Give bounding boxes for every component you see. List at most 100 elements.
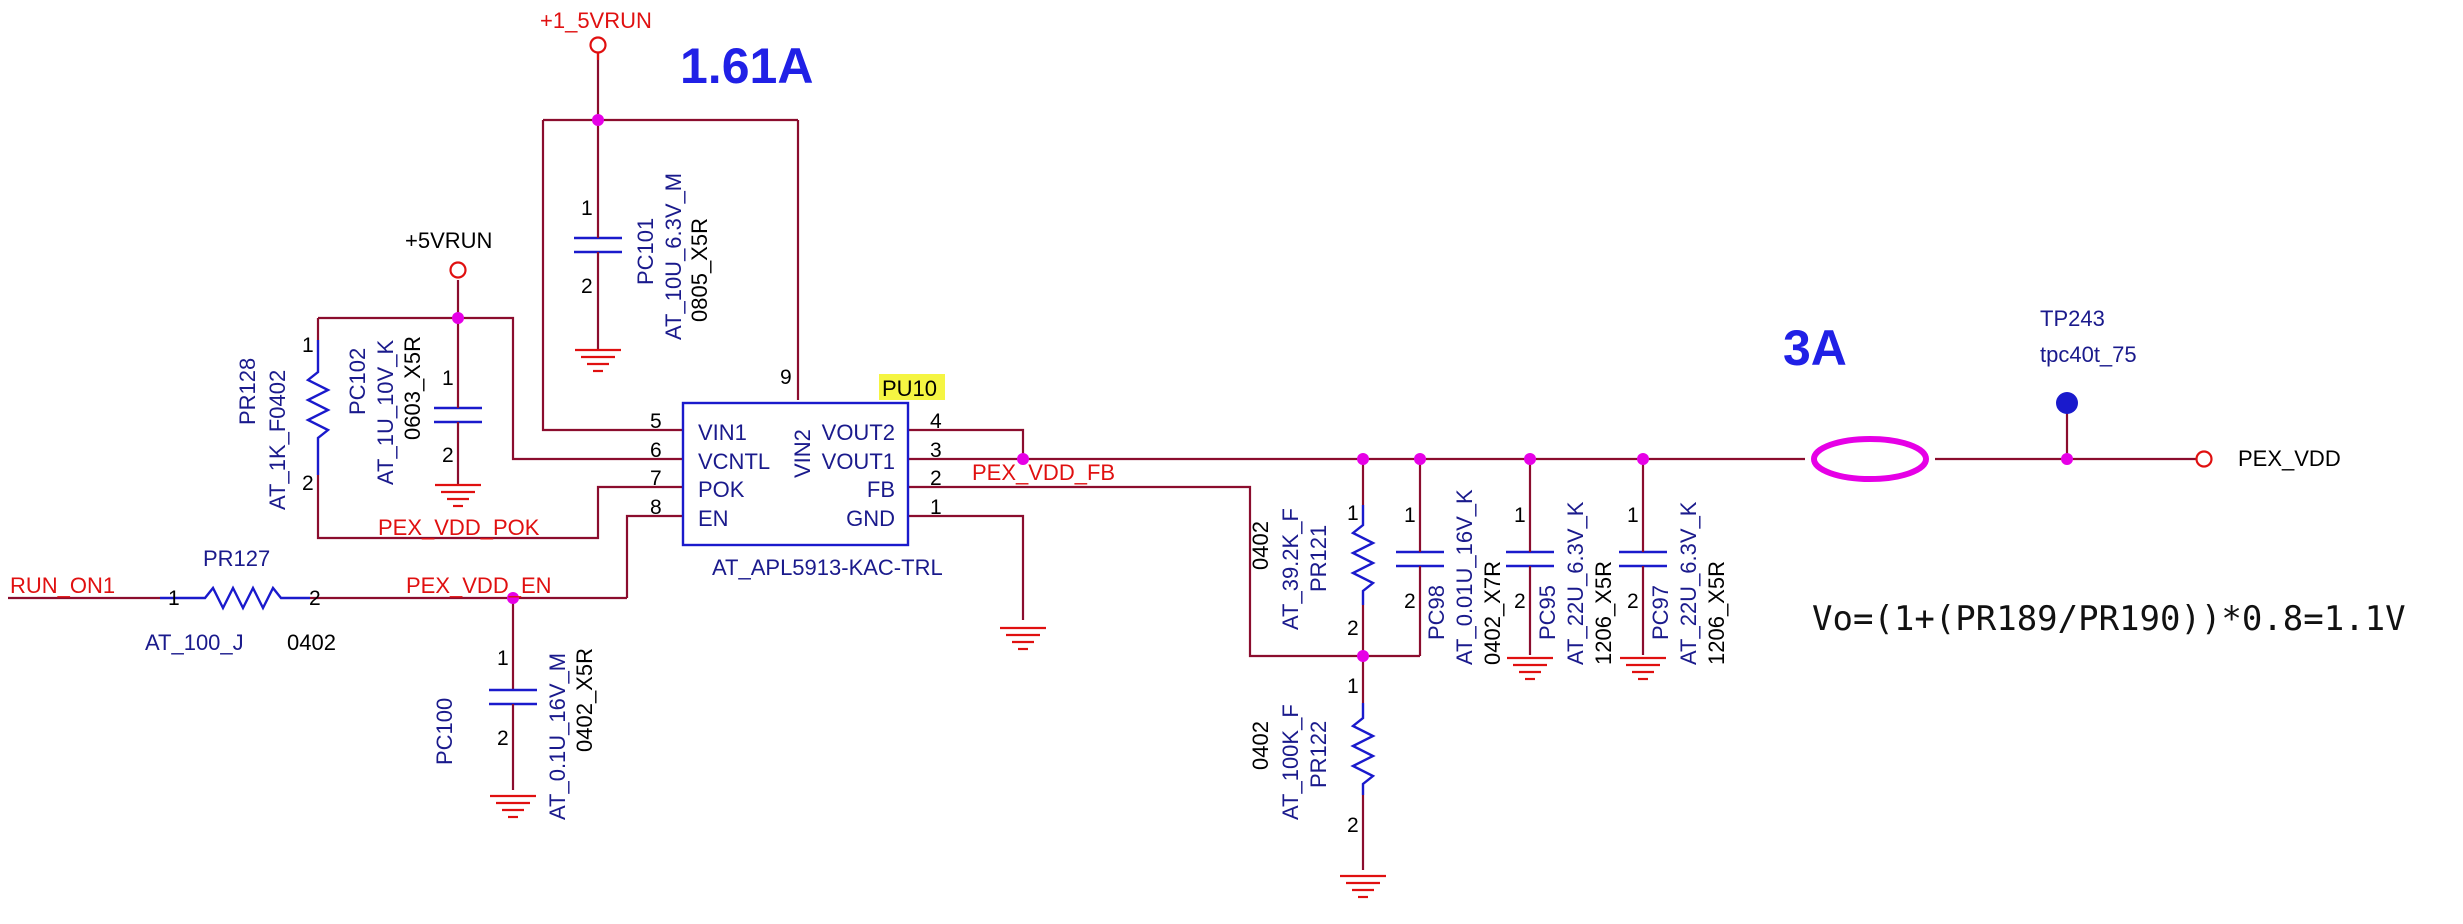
component-value: AT_22U_6.3V_K (1676, 501, 1701, 665)
pin-number: 2 (309, 587, 321, 610)
pin-number: 2 (497, 727, 509, 750)
pin-number: 2 (1347, 617, 1359, 640)
wires (8, 47, 2200, 870)
ic-pin-number: 4 (930, 410, 942, 433)
component-value: tpc40t_75 (2040, 342, 2137, 367)
pin-number: 1 (168, 587, 180, 610)
resistor-icon (1350, 703, 1376, 795)
ic-pin-name: VIN2 (790, 429, 815, 478)
ground-symbols (435, 348, 1666, 899)
pin-number: 1 (1347, 502, 1359, 525)
ic-pin-name: FB (867, 477, 895, 502)
ic-pin-name: VOUT2 (822, 420, 895, 445)
pin-number: 2 (302, 472, 314, 495)
component-value: AT_0.01U_16V_K (1452, 489, 1477, 665)
pin-number: 2 (581, 275, 593, 298)
ic-ref: PU10 (882, 376, 937, 401)
net-label-run-on: RUN_ON1 (10, 573, 115, 598)
pin-number: 2 (1347, 814, 1359, 837)
net-label-pok: PEX_VDD_POK (378, 515, 540, 540)
component-ref: PC102 (345, 348, 370, 415)
capacitor-pc97: 1 2 PC97 AT_22U_6.3V_K 1206_X5R (1619, 501, 1729, 665)
capacitor-pc100: 1 2 PC100 AT_0.1U_16V_M 0402_X5R (432, 647, 597, 820)
junction-dot (592, 114, 604, 126)
junction-dot (1357, 453, 1369, 465)
pin-number: 1 (1404, 504, 1416, 527)
ic-ref-highlight (879, 374, 945, 400)
resistor-pr127: 1 2 PR127 AT_100_J 0402 (145, 546, 336, 655)
ic-pu10: PU10 AT_APL5913-KAC-TRL VIN1 VCNTL POK E… (650, 366, 945, 580)
component-value: AT_10U_6.3V_M (661, 173, 686, 340)
junction-dot (1524, 453, 1536, 465)
pin-number: 1 (1347, 675, 1359, 698)
resistor-icon (160, 585, 310, 611)
component-ref: PC95 (1535, 585, 1560, 640)
component-ref: PC101 (633, 218, 658, 285)
component-value: AT_1K_F0402 (265, 370, 290, 510)
junction-dot (1637, 453, 1649, 465)
power-port-icon (449, 261, 467, 279)
component-value: AT_22U_6.3V_K (1563, 501, 1588, 665)
net-label-en: PEX_VDD_EN (406, 573, 552, 598)
capacitor-pc102: 1 2 PC102 AT_1U_10V_K 0603_X5R (345, 336, 482, 485)
pin-number: 1 (1627, 504, 1639, 527)
net-label-out: PEX_VDD (2238, 446, 2341, 471)
component-package: 0402_X7R (1480, 561, 1505, 665)
component-package: 0402 (287, 630, 336, 655)
junction-dot (507, 592, 519, 604)
component-value: AT_1U_10V_K (373, 340, 398, 485)
net-label-5v: +5VRUN (405, 228, 492, 253)
ic-pin-name: GND (846, 506, 895, 531)
ic-pin-number: 8 (650, 496, 662, 519)
component-ref: TP243 (2040, 306, 2105, 331)
junctions (452, 114, 2073, 662)
current-out-annotation: 3A (1783, 320, 1847, 376)
resistor-icon (1350, 505, 1376, 605)
ic-body (681, 401, 910, 547)
component-ref: PR127 (203, 546, 270, 571)
component-ref: PC100 (432, 698, 457, 765)
resistor-pr128: 1 2 PR128 AT_1K_F0402 (235, 334, 331, 510)
component-value: AT_39.2K_F (1278, 508, 1303, 630)
ic-pin-number: 9 (780, 366, 792, 389)
component-package: 0805_X5R (687, 218, 712, 322)
junction-dot (1357, 650, 1369, 662)
component-ref: PC98 (1424, 585, 1449, 640)
pin-number: 1 (1514, 504, 1526, 527)
power-port-icon (589, 36, 607, 54)
ground-icon (1507, 656, 1553, 681)
component-package: 0402 (1248, 721, 1273, 770)
component-value: AT_100_J (145, 630, 244, 655)
current-loop-icon (1811, 436, 1929, 482)
capacitor-pc95: 1 2 PC95 AT_22U_6.3V_K 1206_X5R (1506, 501, 1616, 665)
ic-pin-number: 2 (930, 467, 942, 490)
ground-icon (1340, 874, 1386, 899)
pin-number: 1 (581, 197, 593, 220)
component-ref: PC97 (1648, 585, 1673, 640)
pin-number: 1 (497, 647, 509, 670)
component-package: 0603_X5R (400, 336, 425, 440)
ic-part: AT_APL5913-KAC-TRL (712, 555, 943, 580)
ground-icon (575, 348, 621, 373)
component-ref: PR122 (1306, 721, 1331, 788)
pin-number: 1 (442, 367, 454, 390)
ic-pin-name: VCNTL (698, 449, 770, 474)
ic-pin-number: 3 (930, 439, 942, 462)
component-ref: PR121 (1306, 525, 1331, 592)
pin-number: 2 (1627, 590, 1639, 613)
pin-number: 2 (1404, 590, 1416, 613)
pin-number: 1 (302, 334, 314, 357)
capacitor-pc101: 1 2 PC101 AT_10U_6.3V_M 0805_X5R (574, 173, 712, 340)
component-value: AT_0.1U_16V_M (545, 653, 570, 820)
power-port-5v: +5VRUN (405, 228, 492, 279)
capacitor-pc98: 1 2 PC98 AT_0.01U_16V_K 0402_X7R (1396, 489, 1505, 665)
ic-pin-name: POK (698, 477, 745, 502)
ic-pin-name: VIN1 (698, 420, 747, 445)
testpoint-icon (2056, 392, 2078, 414)
ic-pin-name: EN (698, 506, 729, 531)
testpoint-tp243: TP243 tpc40t_75 (2040, 306, 2137, 414)
ic-pin-number: 6 (650, 439, 662, 462)
pin-number: 2 (1514, 590, 1526, 613)
ic-pin-number: 1 (930, 496, 942, 519)
